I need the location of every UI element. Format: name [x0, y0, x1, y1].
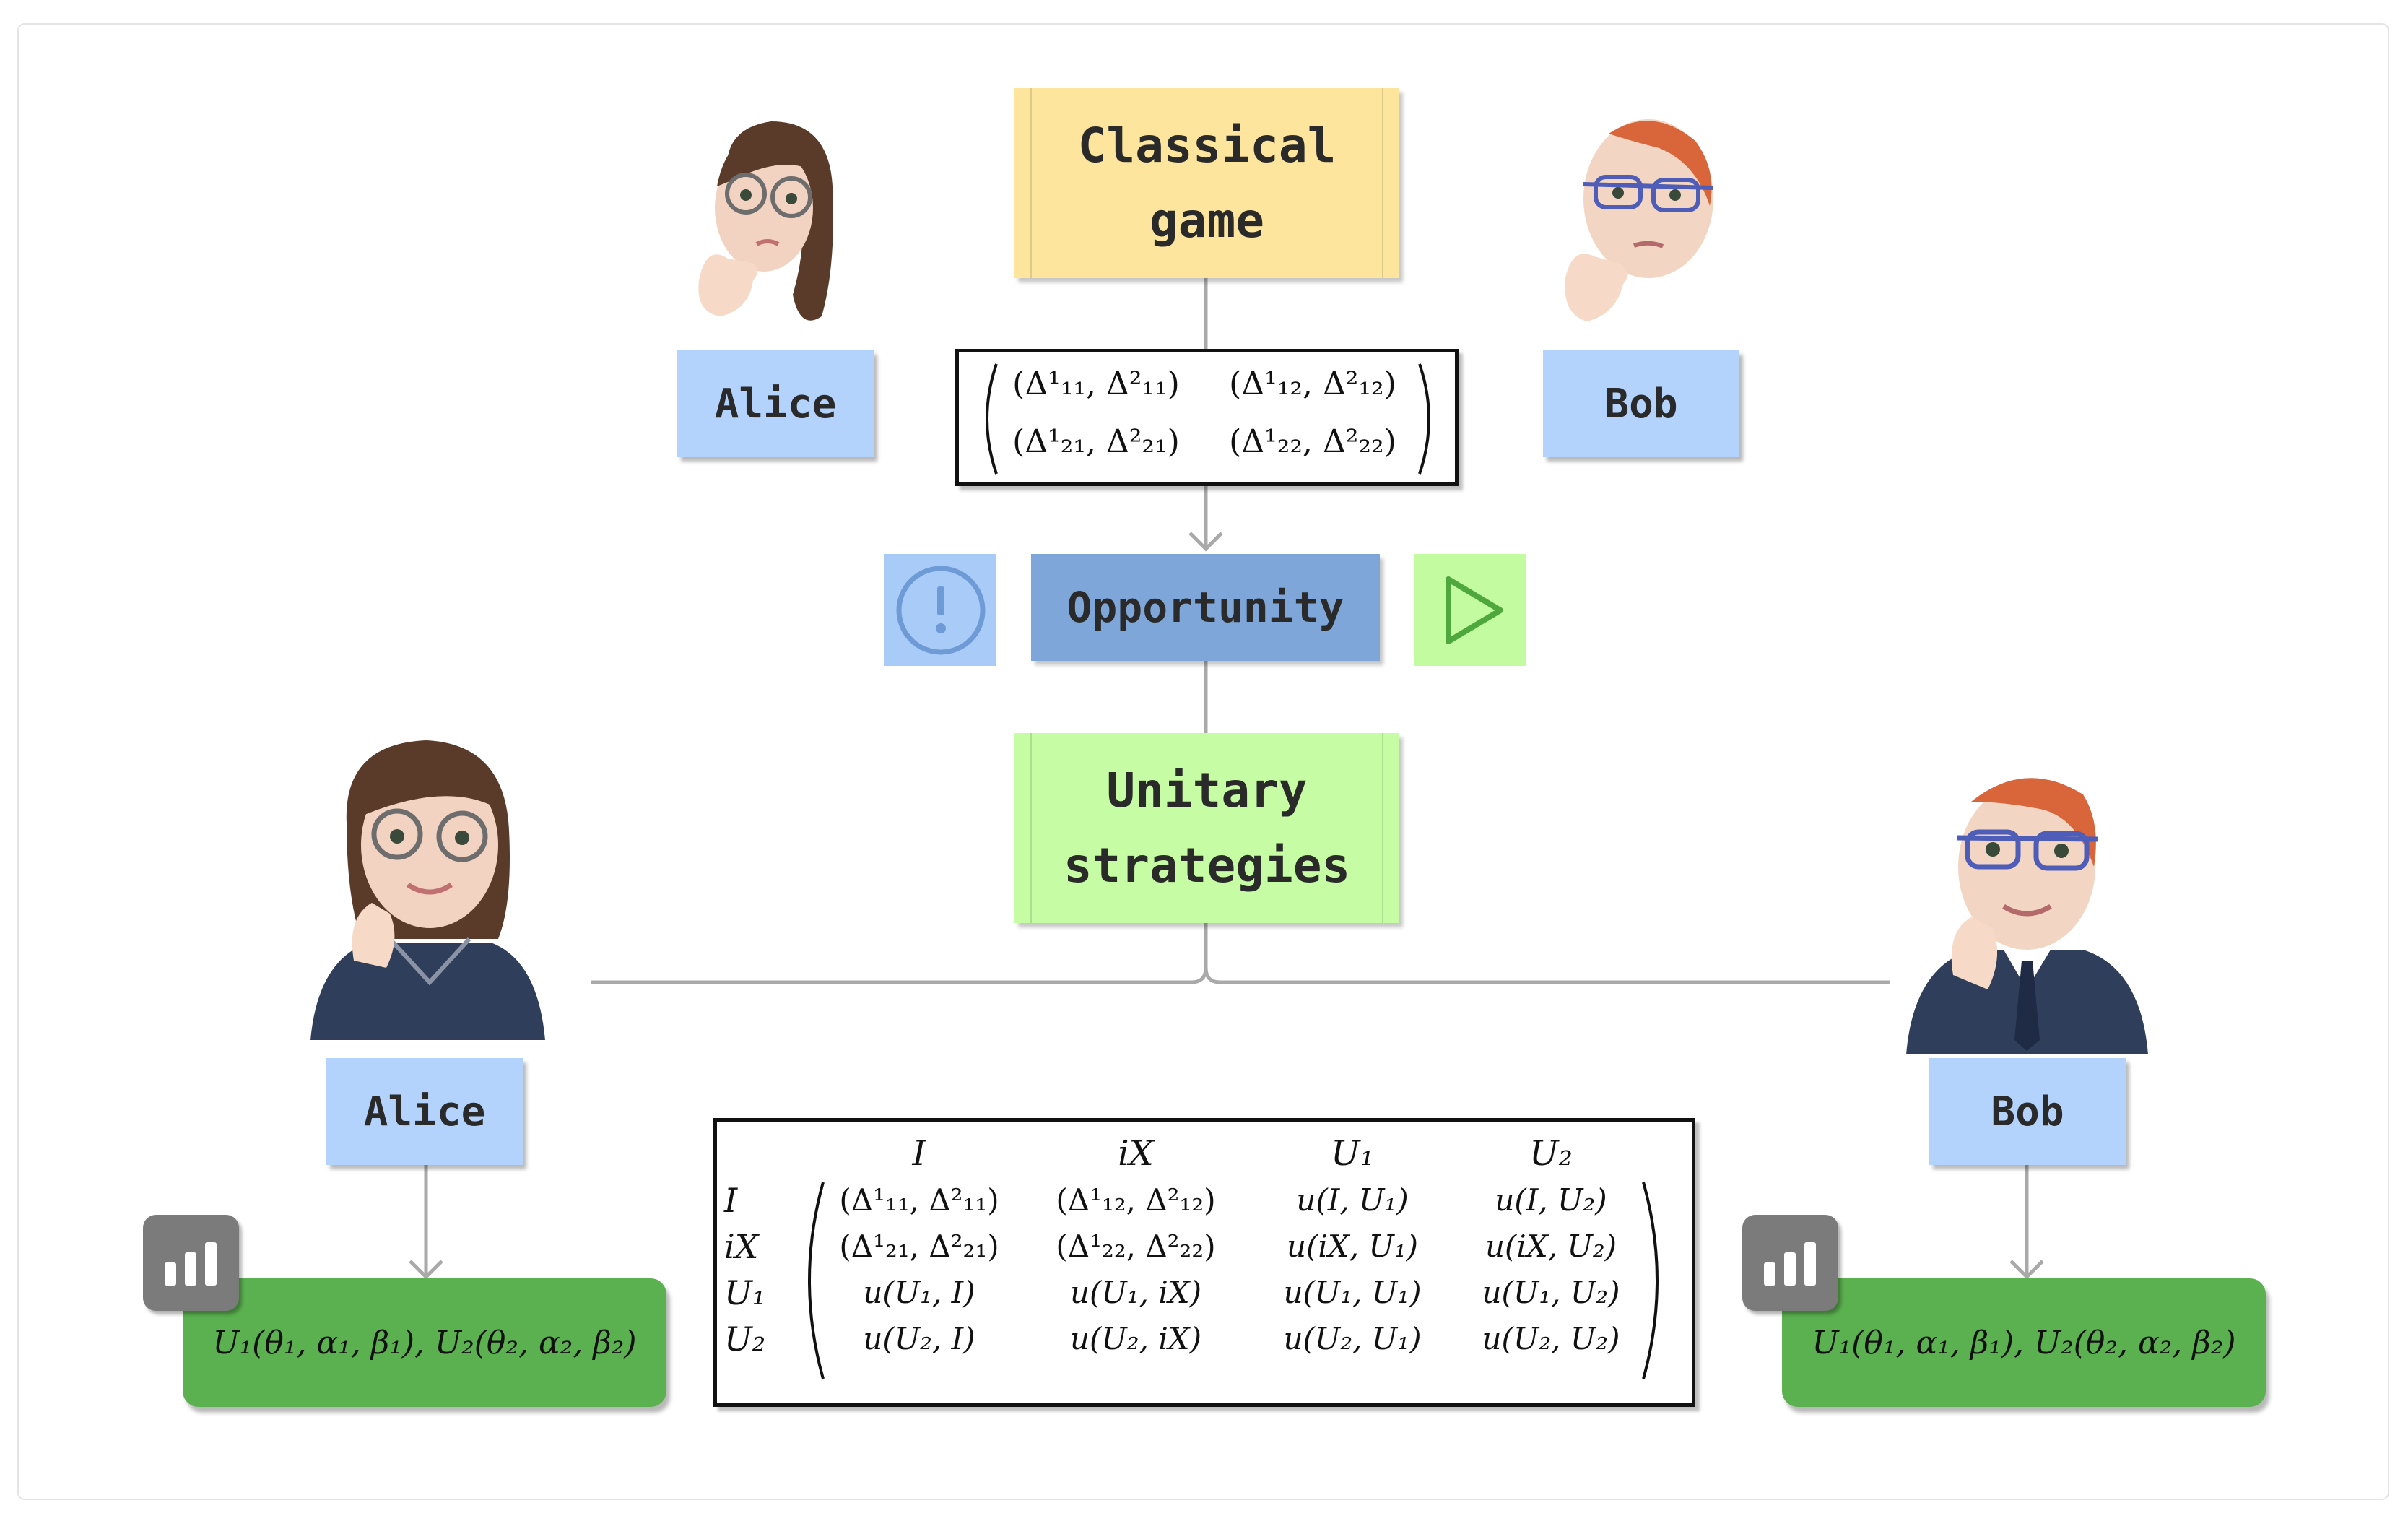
bob-avatar	[1906, 778, 2148, 1054]
bob-payoff-box: U₁(θ₁, α₁, β₁), U₂(θ₂, α₂, β₂)	[1782, 1278, 2266, 1407]
row-header: U₁	[724, 1273, 766, 1312]
matrix-cell: u(U₁, U₁)	[1283, 1275, 1422, 1310]
left-paren	[808, 1182, 825, 1379]
matrix-cell: u(U₁, iX)	[1069, 1275, 1202, 1310]
classical-cell: (Δ¹₂₁, Δ²₂₁)	[1012, 423, 1180, 460]
alice-chart-button[interactable]	[143, 1215, 239, 1311]
matrix-cell: u(I, U₂)	[1495, 1182, 1607, 1218]
col-header: iX	[1118, 1133, 1154, 1174]
left-paren	[986, 363, 998, 475]
classical-cell: (Δ¹₁₁, Δ²₁₁)	[1012, 365, 1180, 402]
matrix-cell: u(I, U₁)	[1296, 1182, 1409, 1218]
col-header: U₂	[1529, 1133, 1573, 1174]
classical-payoff-matrix: (Δ¹₁₁, Δ²₁₁) (Δ¹₁₂, Δ²₁₂) (Δ¹₂₁, Δ²₂₁) (…	[955, 349, 1459, 486]
alice-thinking-avatar	[698, 121, 833, 321]
matrix-cell: u(U₂, I)	[863, 1321, 975, 1356]
matrix-cell: (Δ¹₂₁, Δ²₂₁)	[839, 1229, 999, 1264]
matrix-cell: u(iX, U₁)	[1286, 1229, 1419, 1264]
play-button[interactable]	[1414, 554, 1526, 666]
matrix-cell: u(U₂, iX)	[1069, 1321, 1202, 1356]
play-icon	[1446, 576, 1503, 644]
row-header: iX	[724, 1227, 759, 1266]
matrix-cell: (Δ¹₁₂, Δ²₁₂)	[1056, 1182, 1216, 1218]
alice-payoff-box: U₁(θ₁, α₁, β₁), U₂(θ₂, α₂, β₂)	[183, 1278, 666, 1407]
bar-chart-icon	[1764, 1242, 1816, 1286]
alert-icon	[896, 566, 986, 655]
bob-chart-button[interactable]	[1742, 1215, 1838, 1311]
bob-name-bottom: Bob	[1991, 1088, 2064, 1135]
col-header: I	[912, 1133, 926, 1174]
matrix-cell: (Δ¹₁₁, Δ²₁₁)	[839, 1182, 999, 1218]
matrix-cell: u(U₁, U₂)	[1482, 1275, 1620, 1310]
bob-label-top: Bob	[1543, 350, 1739, 457]
matrix-cell: u(iX, U₂)	[1485, 1229, 1617, 1264]
bar-chart-icon	[165, 1242, 217, 1286]
alice-name-bottom: Alice	[363, 1088, 486, 1135]
col-header: U₁	[1331, 1133, 1374, 1174]
matrix-cell: u(U₂, U₁)	[1283, 1321, 1422, 1356]
bob-payoff-label: U₁(θ₁, α₁, β₁), U₂(θ₂, α₂, β₂)	[1812, 1324, 2236, 1361]
connector-unitary-branch	[591, 923, 1890, 984]
alice-avatar	[310, 740, 545, 1040]
right-paren	[1642, 1182, 1659, 1379]
bob-name-top: Bob	[1604, 380, 1678, 428]
row-header: I	[724, 1181, 738, 1220]
row-header: U₂	[724, 1320, 766, 1359]
classical-game-label: Classical game	[1077, 117, 1336, 248]
classical-game-box: Classical game	[1014, 88, 1399, 278]
alice-label-top: Alice	[677, 350, 874, 457]
matrix-cell: u(U₂, U₂)	[1482, 1321, 1620, 1356]
unitary-strategies-box: Unitary strategies	[1014, 733, 1399, 923]
alice-name-top: Alice	[714, 380, 837, 428]
alice-label-bottom: Alice	[326, 1058, 523, 1165]
arrowhead-alice-payoff	[409, 1260, 443, 1280]
opportunity-box: Opportunity	[1031, 554, 1380, 661]
unitary-strategies-label: Unitary strategies	[1063, 762, 1351, 893]
right-paren	[1418, 363, 1430, 475]
arrowhead-bob-payoff	[2009, 1260, 2044, 1280]
quantum-payoff-matrix: I iX U₁ U₂ I iX U₁ U₂ (Δ¹₁₁, Δ²₁₁) (Δ¹₁₂…	[713, 1118, 1695, 1407]
bob-label-bottom: Bob	[1929, 1058, 2126, 1165]
classical-cell: (Δ¹₁₂, Δ²₁₂)	[1229, 365, 1396, 402]
matrix-cell: u(U₁, I)	[863, 1275, 975, 1310]
opportunity-label: Opportunity	[1066, 583, 1344, 632]
matrix-cell: (Δ¹₂₂, Δ²₂₂)	[1056, 1229, 1216, 1264]
classical-cell: (Δ¹₂₂, Δ²₂₂)	[1229, 423, 1396, 460]
alert-button[interactable]	[884, 554, 996, 666]
arrowhead-opportunity	[1188, 532, 1223, 552]
bob-thinking-avatar	[1565, 119, 1714, 321]
alice-payoff-label: U₁(θ₁, α₁, β₁), U₂(θ₂, α₂, β₂)	[212, 1324, 637, 1361]
